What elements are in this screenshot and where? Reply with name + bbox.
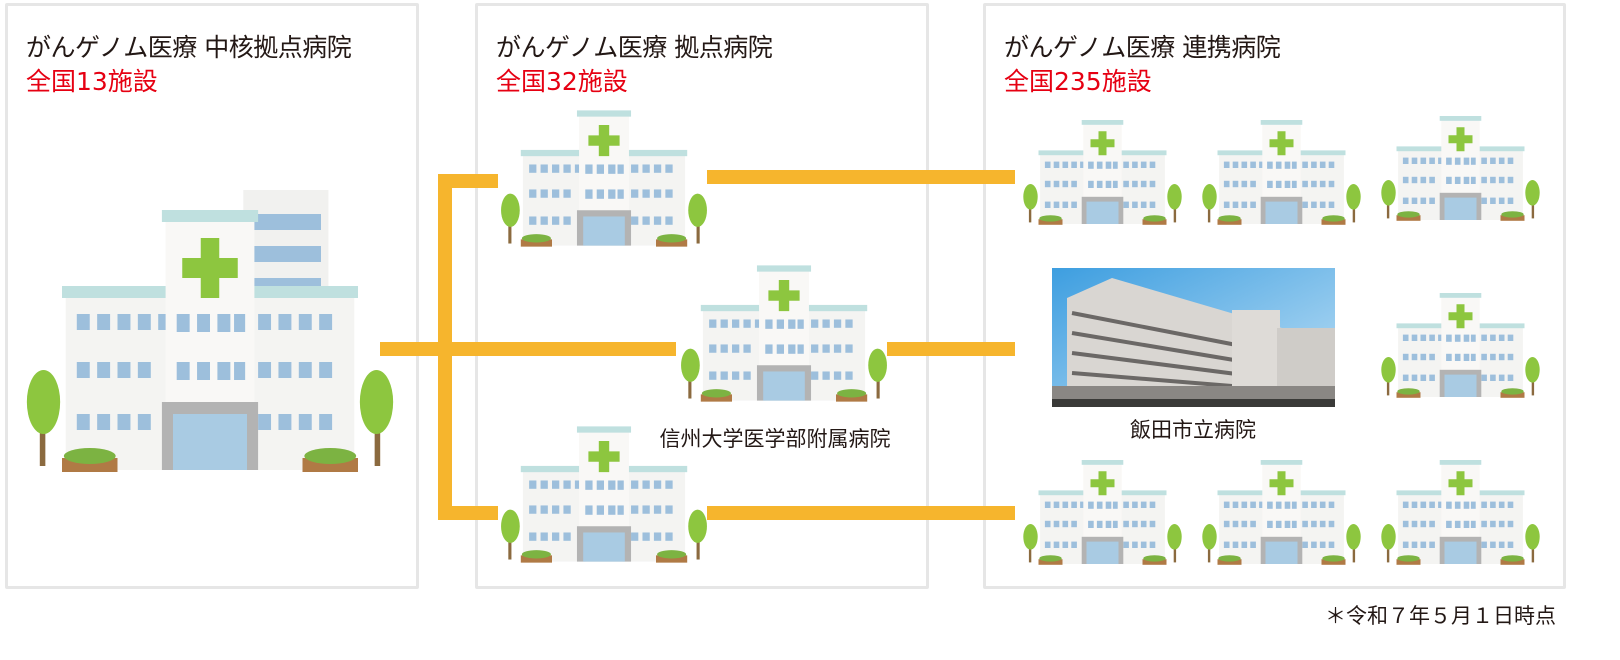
connector-line	[438, 174, 452, 520]
cooperating-hospital-icon	[1378, 452, 1543, 572]
cooperating-hospital-icon	[1378, 108, 1543, 228]
facility-count: 全国13施設	[26, 67, 158, 96]
facility-count: 全国235施設	[1004, 67, 1152, 96]
connector-line	[438, 506, 498, 520]
facility-count: 全国32施設	[496, 67, 628, 96]
panel-title: がんゲノム医療 拠点病院	[496, 33, 773, 62]
connector-line	[887, 342, 1015, 356]
connector-line	[707, 170, 1015, 184]
cooperating-hospital-icon	[1378, 285, 1543, 405]
shinshu-hospital-icon	[680, 255, 888, 411]
connector-line	[438, 174, 498, 188]
footnote: ＊令和７年５月１日時点	[1325, 604, 1556, 628]
connector-line	[707, 506, 1015, 520]
shinshu-hospital-label: 信州大学医学部附属病院	[659, 427, 891, 451]
cooperating-hospital-icon	[1199, 112, 1364, 232]
panel-title: がんゲノム医療 中核拠点病院	[26, 33, 352, 62]
base-hospital-icon	[500, 100, 708, 256]
panel-title: がんゲノム医療 連携病院	[1004, 33, 1281, 62]
iida-hospital-photo	[1052, 268, 1335, 407]
connector-line	[380, 342, 676, 356]
iida-hospital-label: 飯田市立病院	[1130, 418, 1256, 442]
cooperating-hospital-icon	[1020, 112, 1185, 232]
cooperating-hospital-icon	[1199, 452, 1364, 572]
cooperating-hospital-icon	[1020, 452, 1185, 572]
core-hospital-icon	[25, 190, 395, 490]
